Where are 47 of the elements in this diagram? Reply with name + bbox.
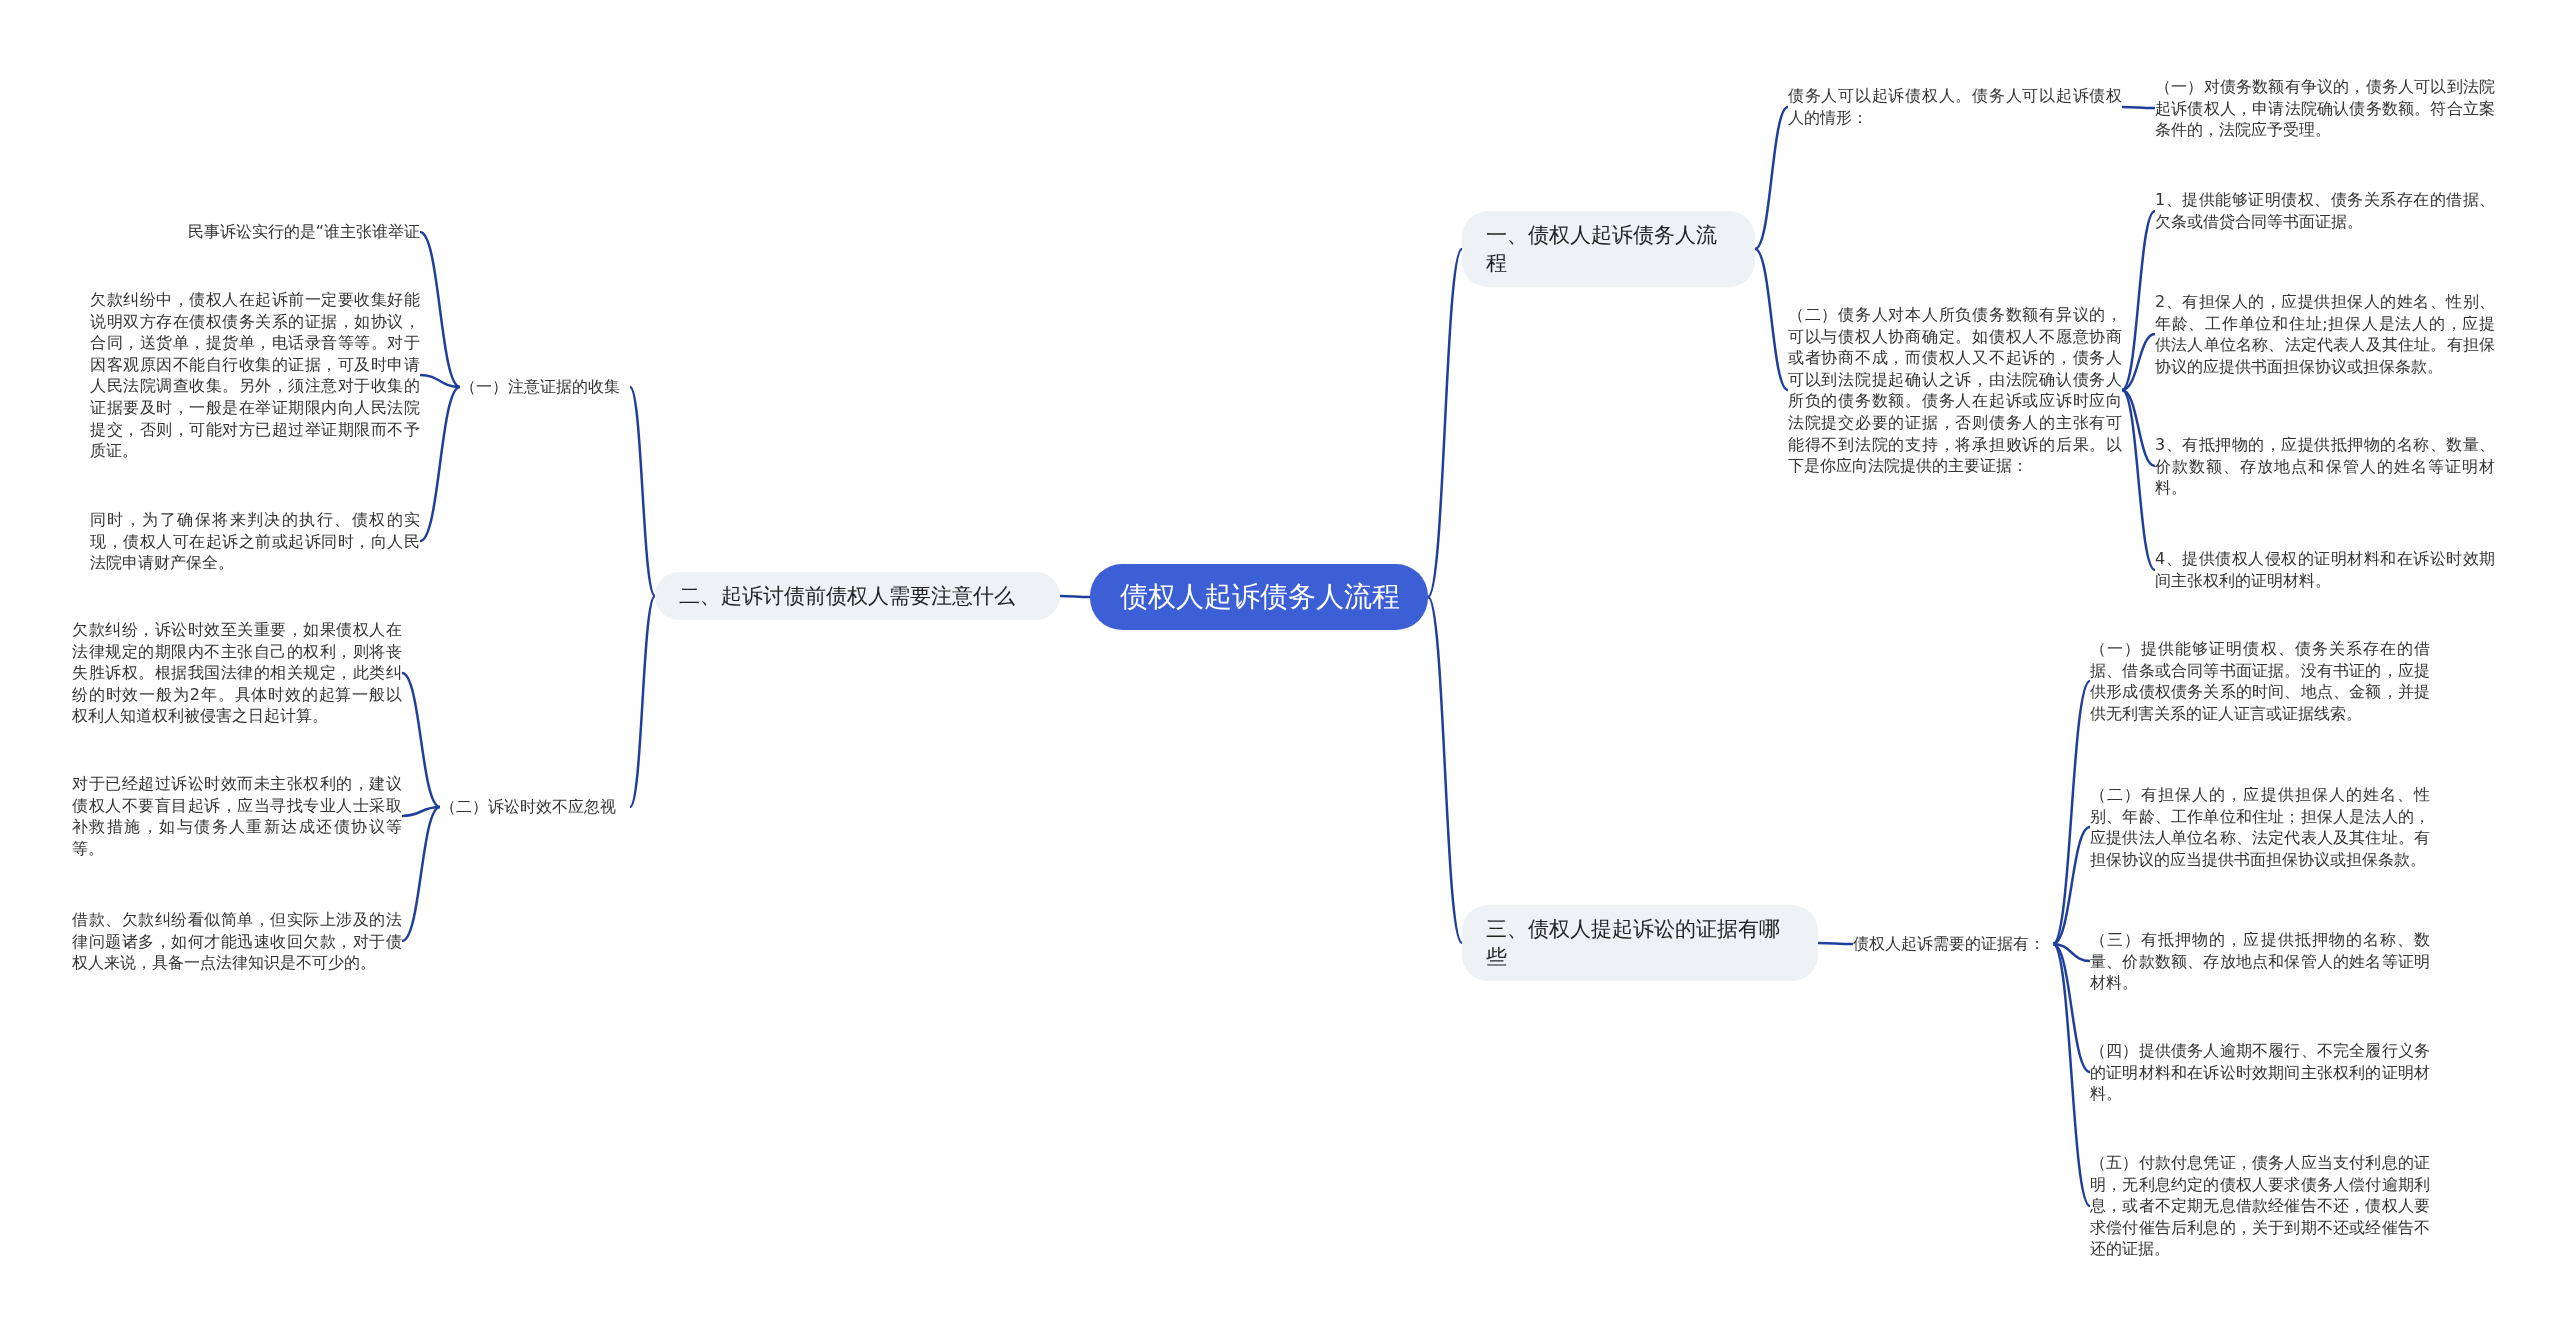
topic-text: （四）提供债务人逾期不履行、不完全履行义务的证明材料和在诉讼时效期间主张权利的证明材料。	[2090, 1039, 2430, 1105]
topic-text: 4、提供债权人侵权的证明材料和在诉讼时效期间主张权利的证明材料。	[2155, 548, 2495, 592]
connector-line	[1754, 248, 1789, 391]
topic-text: 欠款纠纷中，债权人在起诉前一定要收集好能说明双方存在债权债务关系的证据，如协议，合同，送货单，提货单，电话录音等等。对于因客观原因不能自行收集的证据，可及时申请人民法院调查收集。另外，须注意对于收集的证据要及时，一般是在举证期限内向人民法院提交，否则，可能对方已超过举证期限而不予质证。	[90, 288, 420, 462]
topic-text: 同时，为了确保将来判决的执行、债权的实现，债权人可在起诉之前或起诉同时，向人民法院申请财产保全。	[90, 508, 420, 574]
connector-line	[2052, 942, 2091, 963]
topic-text: （三）有抵押物的，应提供抵押物的名称、数量、价款数额、存放地点和保管人的姓名等证明材料。	[2090, 928, 2430, 994]
topic-text: 欠款纠纷，诉讼时效至关重要，如果债权人在法律规定的期限内不主张自己的权利，则将丧失胜诉权。根据我国法律的相关规定，此类纠纷的时效一般为2年。具体时效的起算一般以权利人知道权利被侵害之日起计算。	[72, 619, 402, 727]
topic-text: 民事诉讼实行的是“谁主张谁举证	[90, 221, 420, 243]
topic-text: （一）提供能够证明债权、债务关系存在的借据、借条或合同等书面证据。没有书证的，应提供形成债权债务关系的时间、地点、金额，并提供无利害关系的证人证言或证据线索。	[2090, 637, 2430, 725]
connector-line	[2052, 825, 2091, 946]
branch-topic: 一、债权人起诉债务人流程	[1462, 211, 1755, 287]
connector-line	[2122, 105, 2155, 110]
topic-text: （一）注意证据的收集	[460, 376, 630, 398]
connector-line	[628, 386, 657, 597]
topic-text: 对于已经超过诉讼时效而未主张权利的，建议债权人不要盲目起诉，应当寻找专业人士采取补救措施，如与债务人重新达成还债协议等等。	[72, 772, 402, 860]
connector-line	[2121, 332, 2156, 392]
branch-topic: 二、起诉讨债前债权人需要注意什么	[655, 572, 1060, 620]
topic-text: （一）对债务数额有争议的，债务人可以到法院起诉债权人，申请法院确认债务数额。符合立案条件的，法院应予受理。	[2155, 75, 2495, 141]
connector-line	[419, 385, 461, 543]
branch-topic: 三、债权人提起诉讼的证据有哪些	[1462, 905, 1818, 981]
topic-text: 借款、欠款纠纷看似简单，但实际上涉及的法律问题诸多，如何才能迅速收回欠款，对于债权人来说，具备一点法律知识是不可少的。	[72, 908, 402, 974]
topic-text: 债务人可以起诉债权人。债务人可以起诉债权人的情形：	[1788, 85, 2122, 129]
connector-line	[401, 671, 441, 809]
connector-line	[2121, 389, 2156, 571]
topic-text: （二）债务人对本人所负债务数额有异议的，可以与债权人协商确定。如债权人不愿意协商或者协商不成，而债权人又不起诉的，债务人可以到法院提起确认之诉，由法院确认债务人所负的债务数额。债务人在起诉或应诉时应向法院提交必要的证据，否则债务人的主张有可能得不到法院的支持，将承担败诉的后果。以下是你应向法院提供的主要证据：	[1788, 303, 2122, 477]
connector-line	[1818, 941, 1853, 946]
connector-line	[2121, 210, 2156, 391]
connector-line	[1754, 106, 1789, 250]
connector-line	[1426, 596, 1464, 944]
topic-text: 1、提供能够证明债权、债务关系存在的借据、欠条或借贷合同等书面证据。	[2155, 189, 2495, 233]
topic-text: （二）有担保人的，应提供担保人的姓名、性别、年龄、工作单位和住址；担保人是法人的，应提供法人单位名称、法定代表人及其住址。有担保协议的应当提供书面担保协议或担保条款。	[2090, 783, 2430, 871]
topic-text: 债权人起诉需要的证据有：	[1853, 933, 2053, 955]
connector-line	[2052, 680, 2091, 945]
connector-line	[401, 805, 441, 943]
topic-text: （二）诉讼时效不应忽视	[440, 796, 630, 818]
topic-text: （五）付款付息凭证，债务人应当支付利息的证明，无利息约定的债权人要求债务人偿付逾期利息，或者不定期无息借款经催告不还，债权人要求偿付催告后利息的，关于到期不还或经催告不还的证据。	[2090, 1152, 2430, 1260]
connector-line	[1060, 594, 1090, 599]
topic-text: 3、有抵押物的，应提供抵押物的名称、数量、价款数额、存放地点和保管人的姓名等证明材料。	[2155, 433, 2495, 499]
connector-line	[419, 373, 461, 389]
central-topic: 债权人起诉债务人流程	[1090, 564, 1428, 630]
connector-line	[2121, 388, 2156, 468]
connector-line	[1426, 248, 1464, 598]
connector-line	[419, 230, 461, 389]
topic-text: 2、有担保人的，应提供担保人的姓名、性别、年龄、工作单位和住址;担保人是法人的，应提供法人单位名称、法定代表人及其住址。有担保协议的应提供书面担保协议或担保条款。	[2155, 290, 2495, 378]
connector-line	[2052, 943, 2091, 1207]
connector-line	[628, 595, 657, 808]
